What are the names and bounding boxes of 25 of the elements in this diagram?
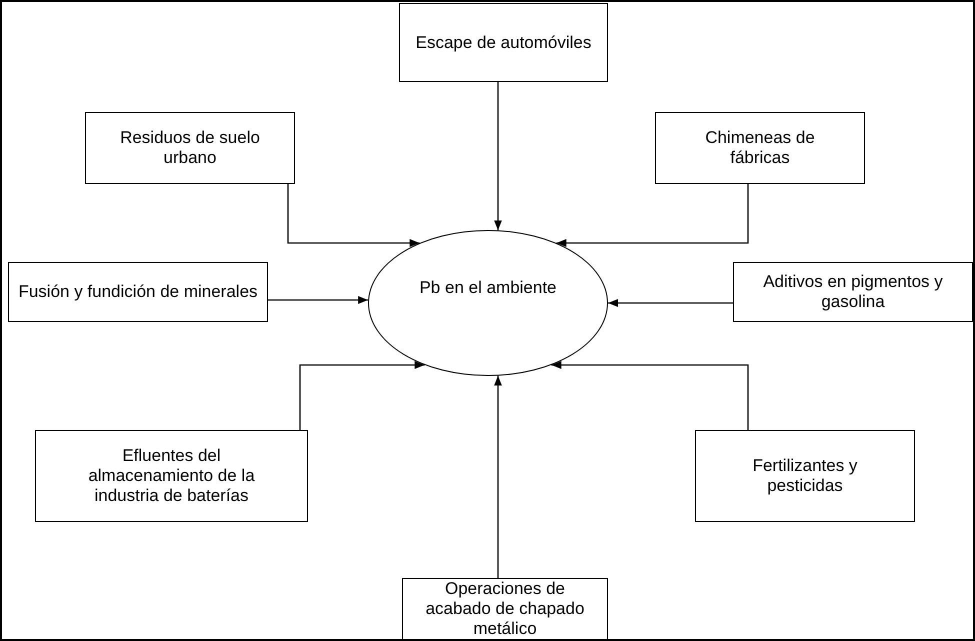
node-label: Escape de automóviles xyxy=(416,32,592,52)
node-label: Residuos de suelo urbano xyxy=(119,128,261,168)
source-box xyxy=(35,430,308,522)
node-label: Pb en el ambiente xyxy=(419,278,557,298)
source-box xyxy=(85,112,295,184)
arrow xyxy=(287,184,420,247)
arrow xyxy=(494,82,502,230)
node-label: Efluentes del almacenamiento de la industria de baterías xyxy=(87,446,256,506)
source-box xyxy=(402,578,608,640)
arrow xyxy=(556,184,749,247)
arrow xyxy=(494,376,502,578)
arrow xyxy=(299,361,425,430)
node-label: Fertilizantes y pesticidas xyxy=(752,456,858,496)
arrow xyxy=(268,296,368,304)
node-label: Fusión y fundición de minerales xyxy=(18,282,258,302)
node-label: Operaciones de acabado de chapado metálico xyxy=(424,579,586,639)
source-box xyxy=(695,430,915,522)
source-box xyxy=(733,262,973,322)
source-box xyxy=(399,3,608,82)
source-box xyxy=(655,112,865,184)
node-label: Chimeneas de fábricas xyxy=(704,128,816,168)
source-box xyxy=(8,262,268,322)
arrow xyxy=(551,361,749,430)
arrow xyxy=(608,299,733,307)
node-label: Aditivos en pigmentos y gasolina xyxy=(762,272,944,312)
